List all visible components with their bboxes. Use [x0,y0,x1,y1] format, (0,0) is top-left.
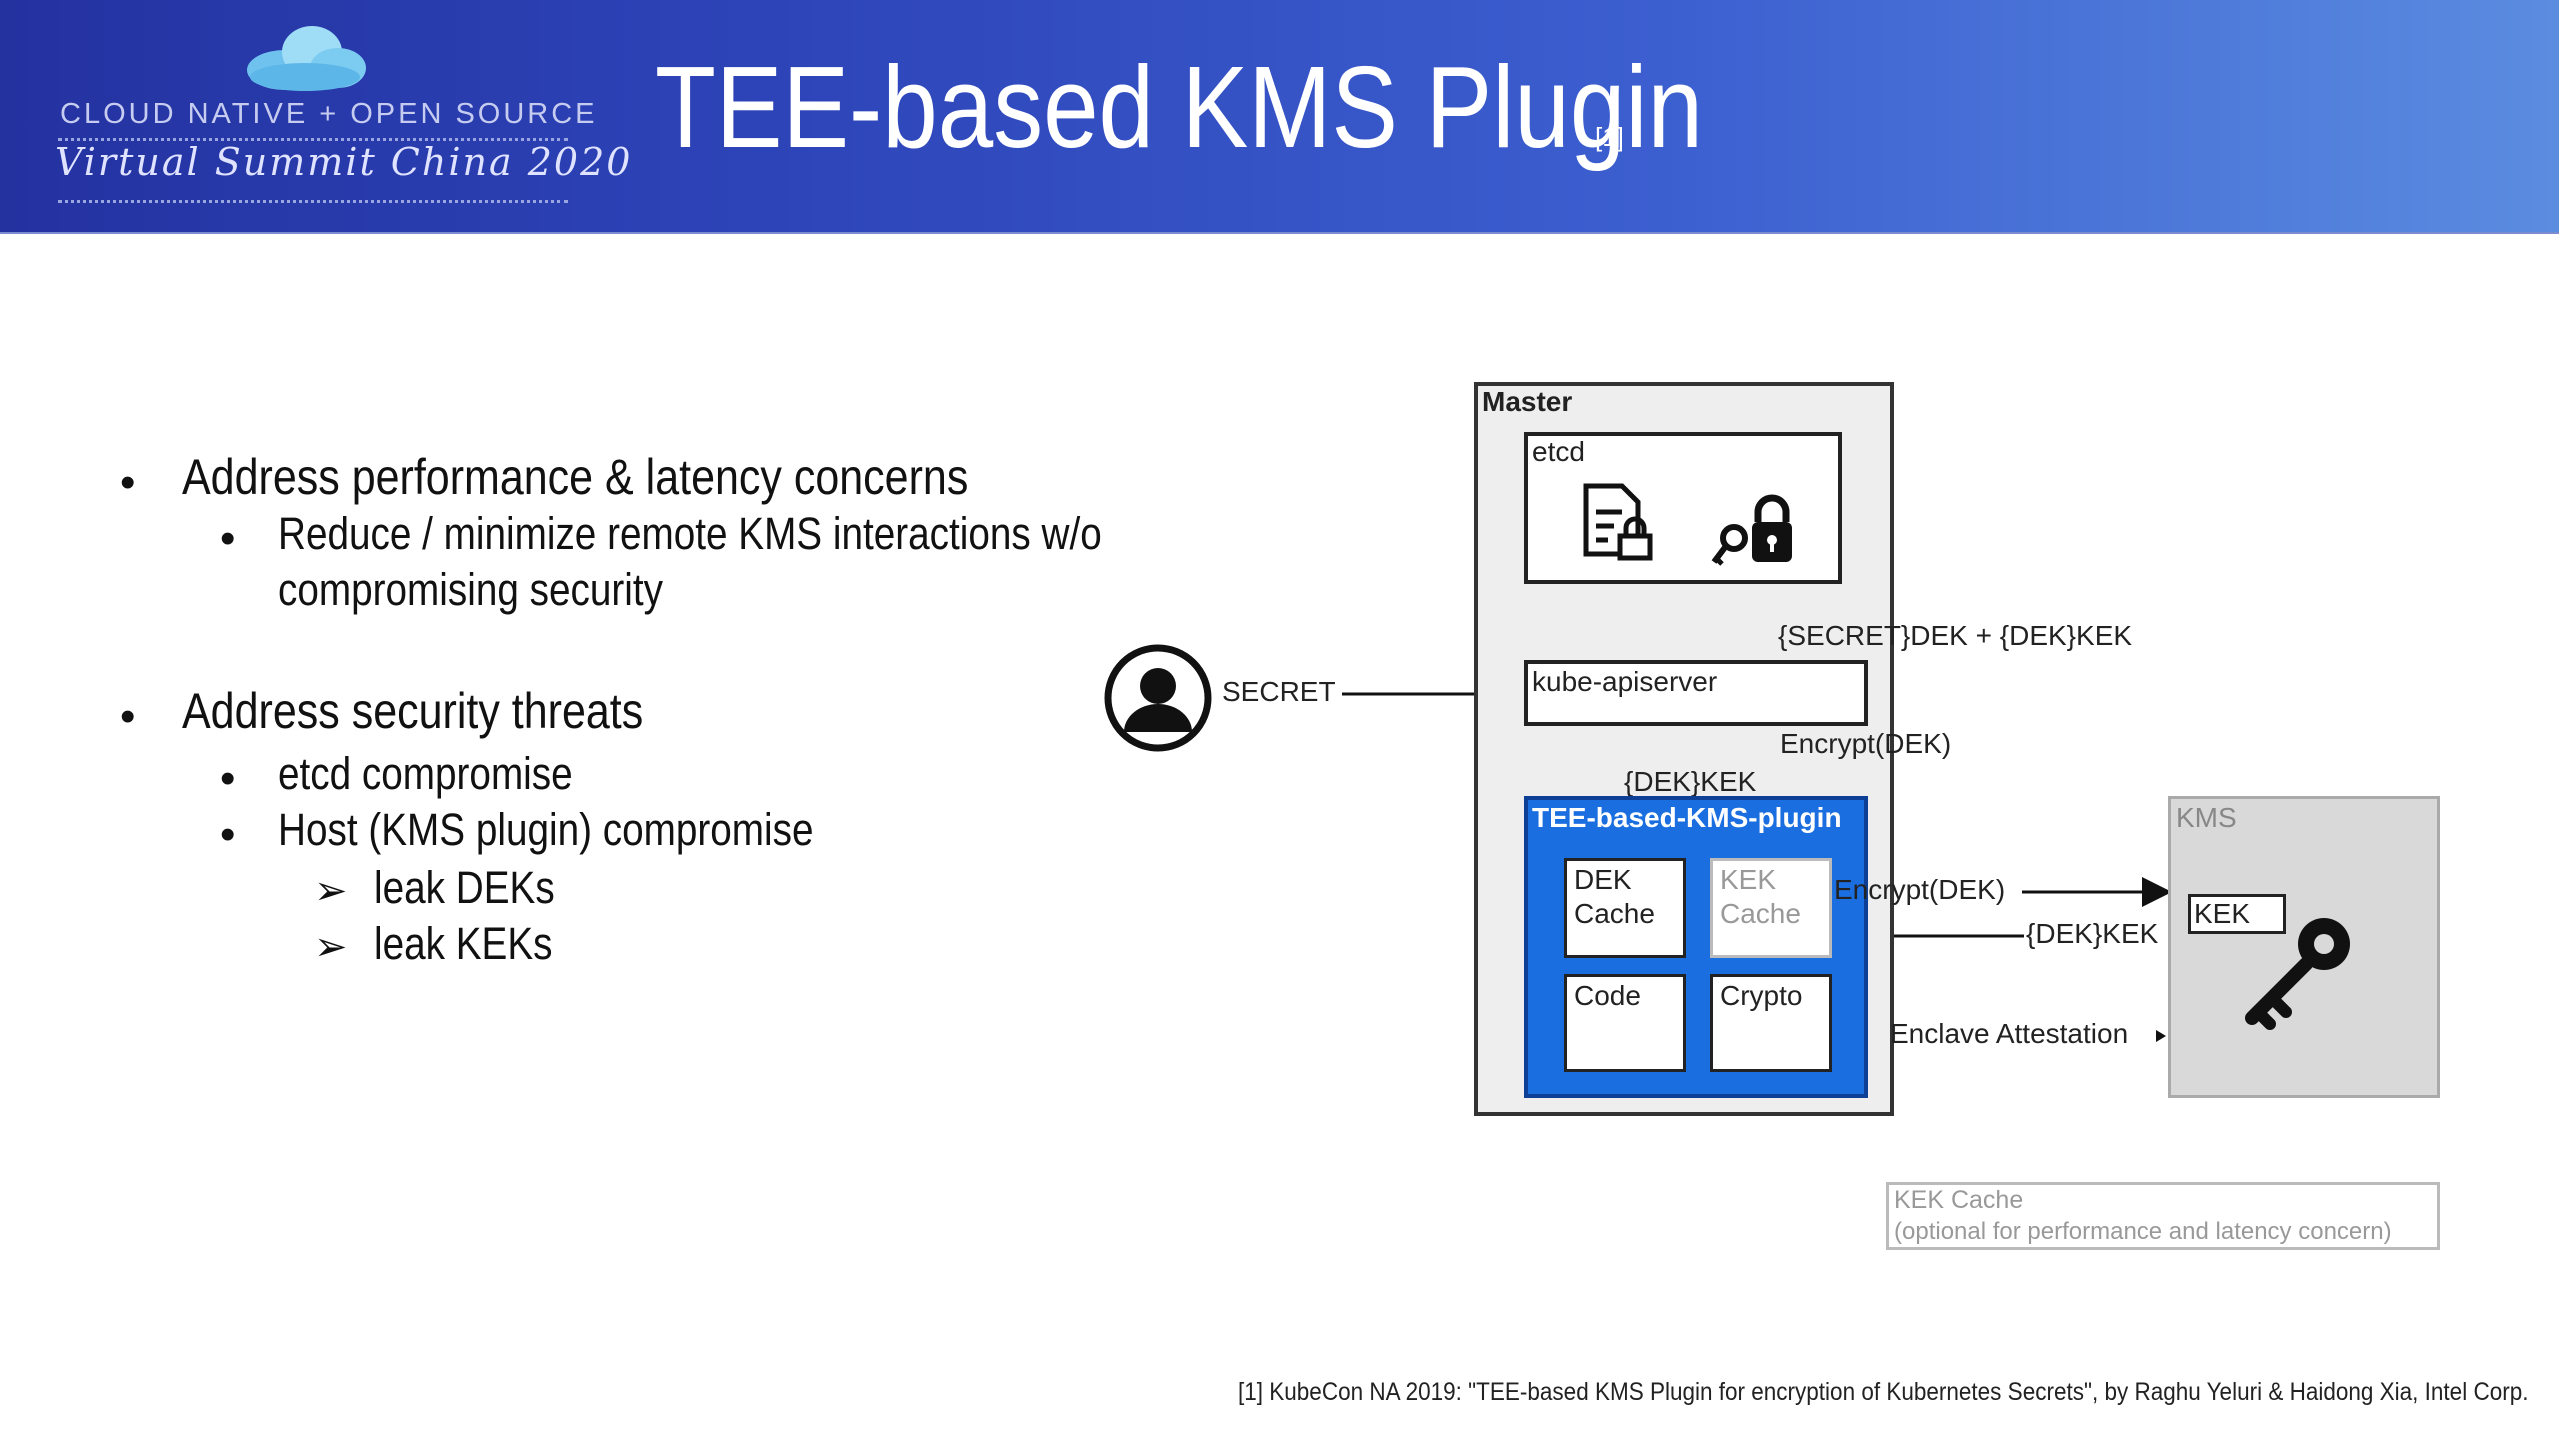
attestation-arrowhead-right [2156,1030,2166,1042]
bullet-marker: • [120,458,136,507]
legend-description: (optional for performance and latency co… [1894,1218,2392,1245]
encrypt-dek-label: Encrypt(DEK) [1780,728,1952,759]
legend-title: KEK Cache [1894,1186,2024,1214]
kms-label: KMS [2176,802,2237,833]
logo-divider [58,200,568,203]
key-lock-icon [1711,494,1792,566]
arrow-bullet-icon: ➢ [314,925,348,969]
code-box [1564,974,1686,1072]
enclave-attestation-label: Enclave Attestation [1890,1018,2129,1049]
kek-cache-label-bottom: Cache [1720,898,1801,929]
crypto-box [1710,974,1832,1072]
footnote: [1] KubeCon NA 2019: "TEE-based KMS Plug… [1238,1378,2529,1406]
title-reference: [1] [1595,122,1624,152]
logo-text-top: CLOUD NATIVE + OPEN SOURCE [60,98,598,130]
bullet-item: Host (KMS plugin) compromise [278,804,814,855]
user-icon [1104,644,1212,752]
dek-kek-label: {DEK}KEK [1624,766,1757,797]
kek-box [2188,894,2286,934]
bullet-marker: • [220,514,236,563]
arrow-bullet-icon: ➢ [314,869,348,913]
dek-cache-label-bottom: Cache [1574,898,1655,929]
etcd-label: etcd [1532,436,1585,467]
bullet-item: Address performance & latency concerns [182,449,969,505]
bullet-item: leak DEKs [374,862,555,913]
secret-dek-kek-label: {SECRET}DEK + {DEK}KEK [1778,620,2133,651]
dek-cache-label-top: DEK [1574,864,1632,895]
kek-label: KEK [2194,898,2251,929]
bullet-item: Address security threats [182,683,644,739]
bullet-item: etcd compromise [278,748,573,799]
crypto-label: Crypto [1720,980,1803,1011]
kube-apiserver-box [1524,660,1868,726]
legend-box [1886,1182,2440,1250]
code-label: Code [1574,980,1641,1011]
kek-cache-label-top: KEK [1720,864,1777,895]
slide-title: TEE-based KMS Plugin [655,42,1703,172]
kms-encrypt-label: Encrypt(DEK) [1834,874,2006,905]
master-label: Master [1482,386,1573,417]
kms-return-label: {DEK}KEK [2026,918,2159,949]
logo-divider [58,138,568,141]
tee-kms-plugin-label: TEE-based-KMS-plugin [1532,802,1842,833]
dek-cache-box [1564,858,1686,958]
secret-label: SECRET [1222,676,1336,707]
bullet-item: Reduce / minimize remote KMS interaction… [278,508,1102,559]
bullet-item: leak KEKs [374,918,553,969]
kube-apiserver-label: kube-apiserver [1532,666,1718,697]
document-lock-icon [1583,483,1653,561]
header-banner: CLOUD NATIVE + OPEN SOURCE Virtual Summi… [0,0,2559,234]
cloud-icon [247,26,366,91]
bullet-item: compromising security [278,564,663,615]
kek-cache-box [1710,858,1832,958]
logo-text-bottom: Virtual Summit China 2020 [55,140,633,184]
bullet-marker: • [220,810,236,859]
bullet-marker: • [120,692,136,741]
key-icon [2245,918,2350,1030]
bullet-marker: • [220,754,236,803]
conference-logo: CLOUD NATIVE + OPEN SOURCE Virtual Summi… [0,0,633,232]
